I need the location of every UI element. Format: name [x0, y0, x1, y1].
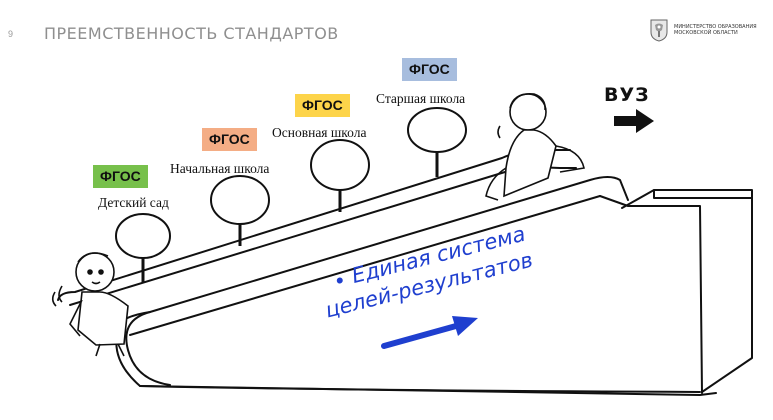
escalator-lower-handrail	[119, 176, 629, 323]
teen-figure	[485, 92, 585, 201]
level-primary: Начальная школа	[170, 161, 270, 176]
level-basic: Основная школа	[272, 125, 367, 140]
badge-primary: ФГОС	[202, 128, 257, 151]
level-kindergarten: Детский сад	[98, 195, 169, 210]
child-figure	[51, 252, 129, 357]
landing-block	[621, 189, 753, 393]
ministry-line-2: МОСКОВСКОЙ ОБЛАСТИ	[674, 30, 738, 36]
slide-title: ПРЕЕМСТВЕННОСТЬ СТАНДАРТОВ	[44, 24, 339, 43]
ministry-text: МИНИСТЕРСТВО ОБРАЗОВАНИЯ МОСКОВСКОЙ ОБЛА…	[674, 24, 757, 37]
bullet-icon	[336, 276, 344, 285]
goal-arrow	[381, 316, 478, 349]
escalator-balustrade-top	[129, 195, 601, 336]
coat-of-arms-icon	[650, 19, 668, 42]
sign-circle-3	[310, 139, 370, 191]
slide-number: 9	[8, 29, 14, 39]
badge-senior: ФГОС	[402, 58, 457, 81]
ministry-logo: МИНИСТЕРСТВО ОБРАЗОВАНИЯ МОСКОВСКОЙ ОБЛА…	[649, 18, 757, 42]
sign-circle-1	[115, 213, 171, 259]
badge-kindergarten: ФГОС	[93, 165, 148, 188]
escalator-base-curve	[125, 311, 171, 386]
level-senior: Старшая школа	[376, 91, 466, 106]
escalator-truss	[599, 195, 703, 394]
escalator-side-bottom	[139, 385, 701, 393]
vuz-label: ВУЗ	[604, 84, 650, 106]
sign-circle-2	[210, 175, 270, 225]
arrow-right-icon	[614, 109, 654, 133]
badge-basic: ФГОС	[295, 94, 350, 117]
ministry-line-1: МИНИСТЕРСТВО ОБРАЗОВАНИЯ	[674, 23, 757, 30]
landing-block-edge	[653, 189, 753, 199]
sign-circle-4	[407, 107, 467, 153]
